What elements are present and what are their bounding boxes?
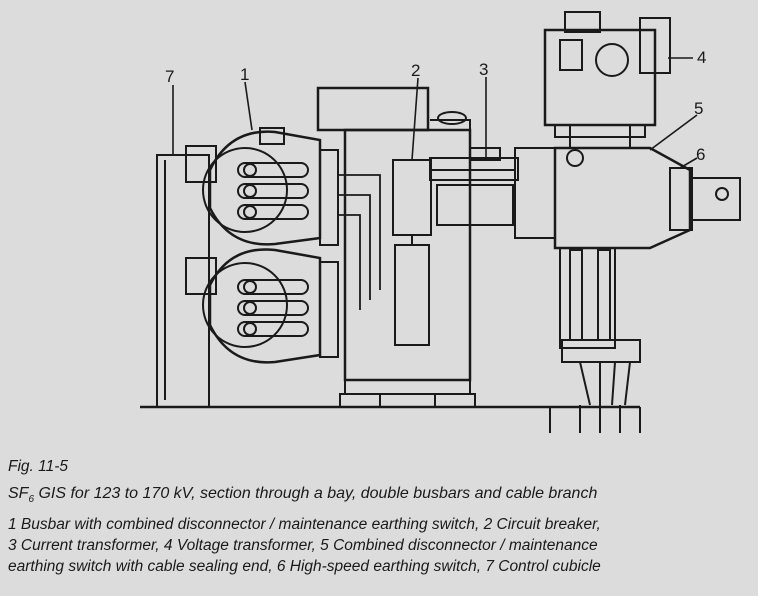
legend-line: earthing switch with cable sealing end, … [8,558,601,576]
legend-line: 3 Current transformer, 4 Voltage transfo… [8,537,598,555]
legend-line: 1 Busbar with combined disconnector / ma… [8,516,601,534]
callout-5: 5 [694,99,703,118]
figure-title: SF6 GIS for 123 to 170 kV, section throu… [8,483,753,510]
title-rest: GIS for 123 to 170 kV, section through a… [34,485,598,502]
busbar-lower [185,248,322,364]
gis-section-drawing: 7 1 2 3 4 5 6 [140,11,741,433]
callout-1: 1 [240,65,249,84]
callout-3: 3 [479,60,488,79]
callout-2: 2 [411,61,420,80]
figure-caption: Fig. 11-5 SF6 GIS for 123 to 170 kV, sec… [8,452,753,577]
high-speed-earthing-switch [669,167,741,231]
circuit-breaker [316,86,476,408]
voltage-transformer [543,11,671,148]
figure-label: Fig. 11-5 [8,458,69,475]
callout-7: 7 [165,67,174,86]
current-transformer [429,147,519,226]
title-subscript: 6 [28,494,35,506]
callout-6: 6 [696,145,705,164]
title-prefix: SF [8,485,29,502]
figure-legend: 1 Busbar with combined disconnector / ma… [8,514,753,577]
leader-lines [172,57,698,169]
cable-branch-housing [514,146,692,433]
control-cubicle [156,154,210,408]
callout-4: 4 [697,48,706,67]
busbar-upper [185,127,322,246]
